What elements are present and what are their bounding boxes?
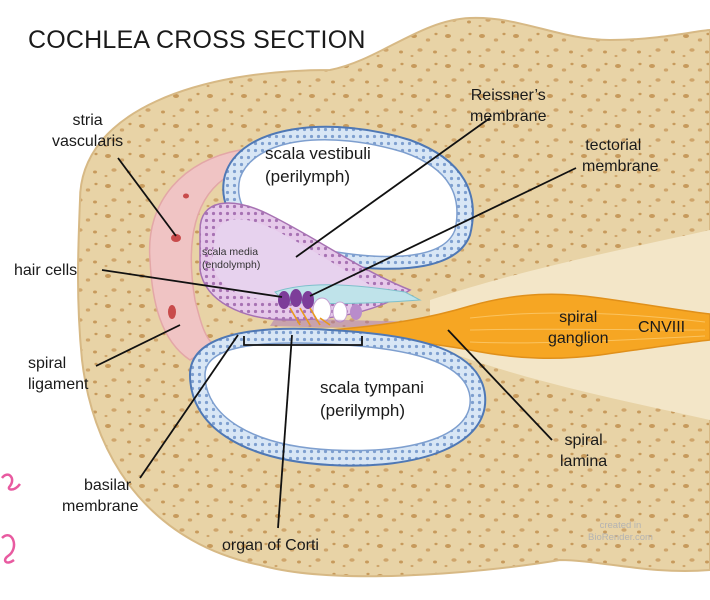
label-spiral-ligament: spiral ligament [28, 355, 89, 393]
leader-basilar [139, 334, 239, 479]
leader-hair-cells [101, 269, 283, 298]
leader-spiral-lamina [447, 329, 553, 441]
label-hair-cells: hair cells [14, 262, 78, 279]
organ-of-corti-bracket [243, 336, 363, 346]
label-reissners-membrane: Reissner’s membrane [470, 87, 547, 125]
leader-organ-of-corti [277, 334, 293, 529]
stria-vessel [168, 305, 176, 319]
pink-doodle [1, 473, 21, 491]
label-scala-vestibuli: scala vestibuli (perilymph) [265, 144, 371, 186]
biorender-credit: created in BioRender.com [588, 520, 653, 543]
leader-tectorial [309, 167, 577, 297]
stria-vessel [171, 234, 181, 242]
label-spiral-lamina: spiral lamina [560, 432, 608, 470]
label-scala-media: scala media (endolymph) [202, 246, 261, 271]
leader-spiral-ligament [95, 324, 181, 367]
label-basilar-membrane: basilar membrane [62, 477, 139, 515]
label-spiral-ganglion: spiral ganglion [548, 309, 609, 347]
leader-stria [117, 157, 177, 237]
scala-tympani-lumen [204, 342, 471, 452]
scala-media-lumen [212, 219, 370, 302]
label-scala-tympani: scala tympani (perilymph) [320, 378, 424, 420]
diagram-title: COCHLEA CROSS SECTION [28, 26, 366, 54]
label-cnviii: CNVIII [638, 319, 686, 336]
label-stria-vascularis: stria vascularis [52, 112, 124, 150]
label-organ-of-corti: organ of Corti [222, 537, 319, 554]
leader-reissner [295, 117, 491, 258]
stria-vessel [183, 193, 189, 199]
pink-doodle [1, 534, 16, 564]
label-tectorial-membrane: tectorial membrane [582, 137, 659, 175]
